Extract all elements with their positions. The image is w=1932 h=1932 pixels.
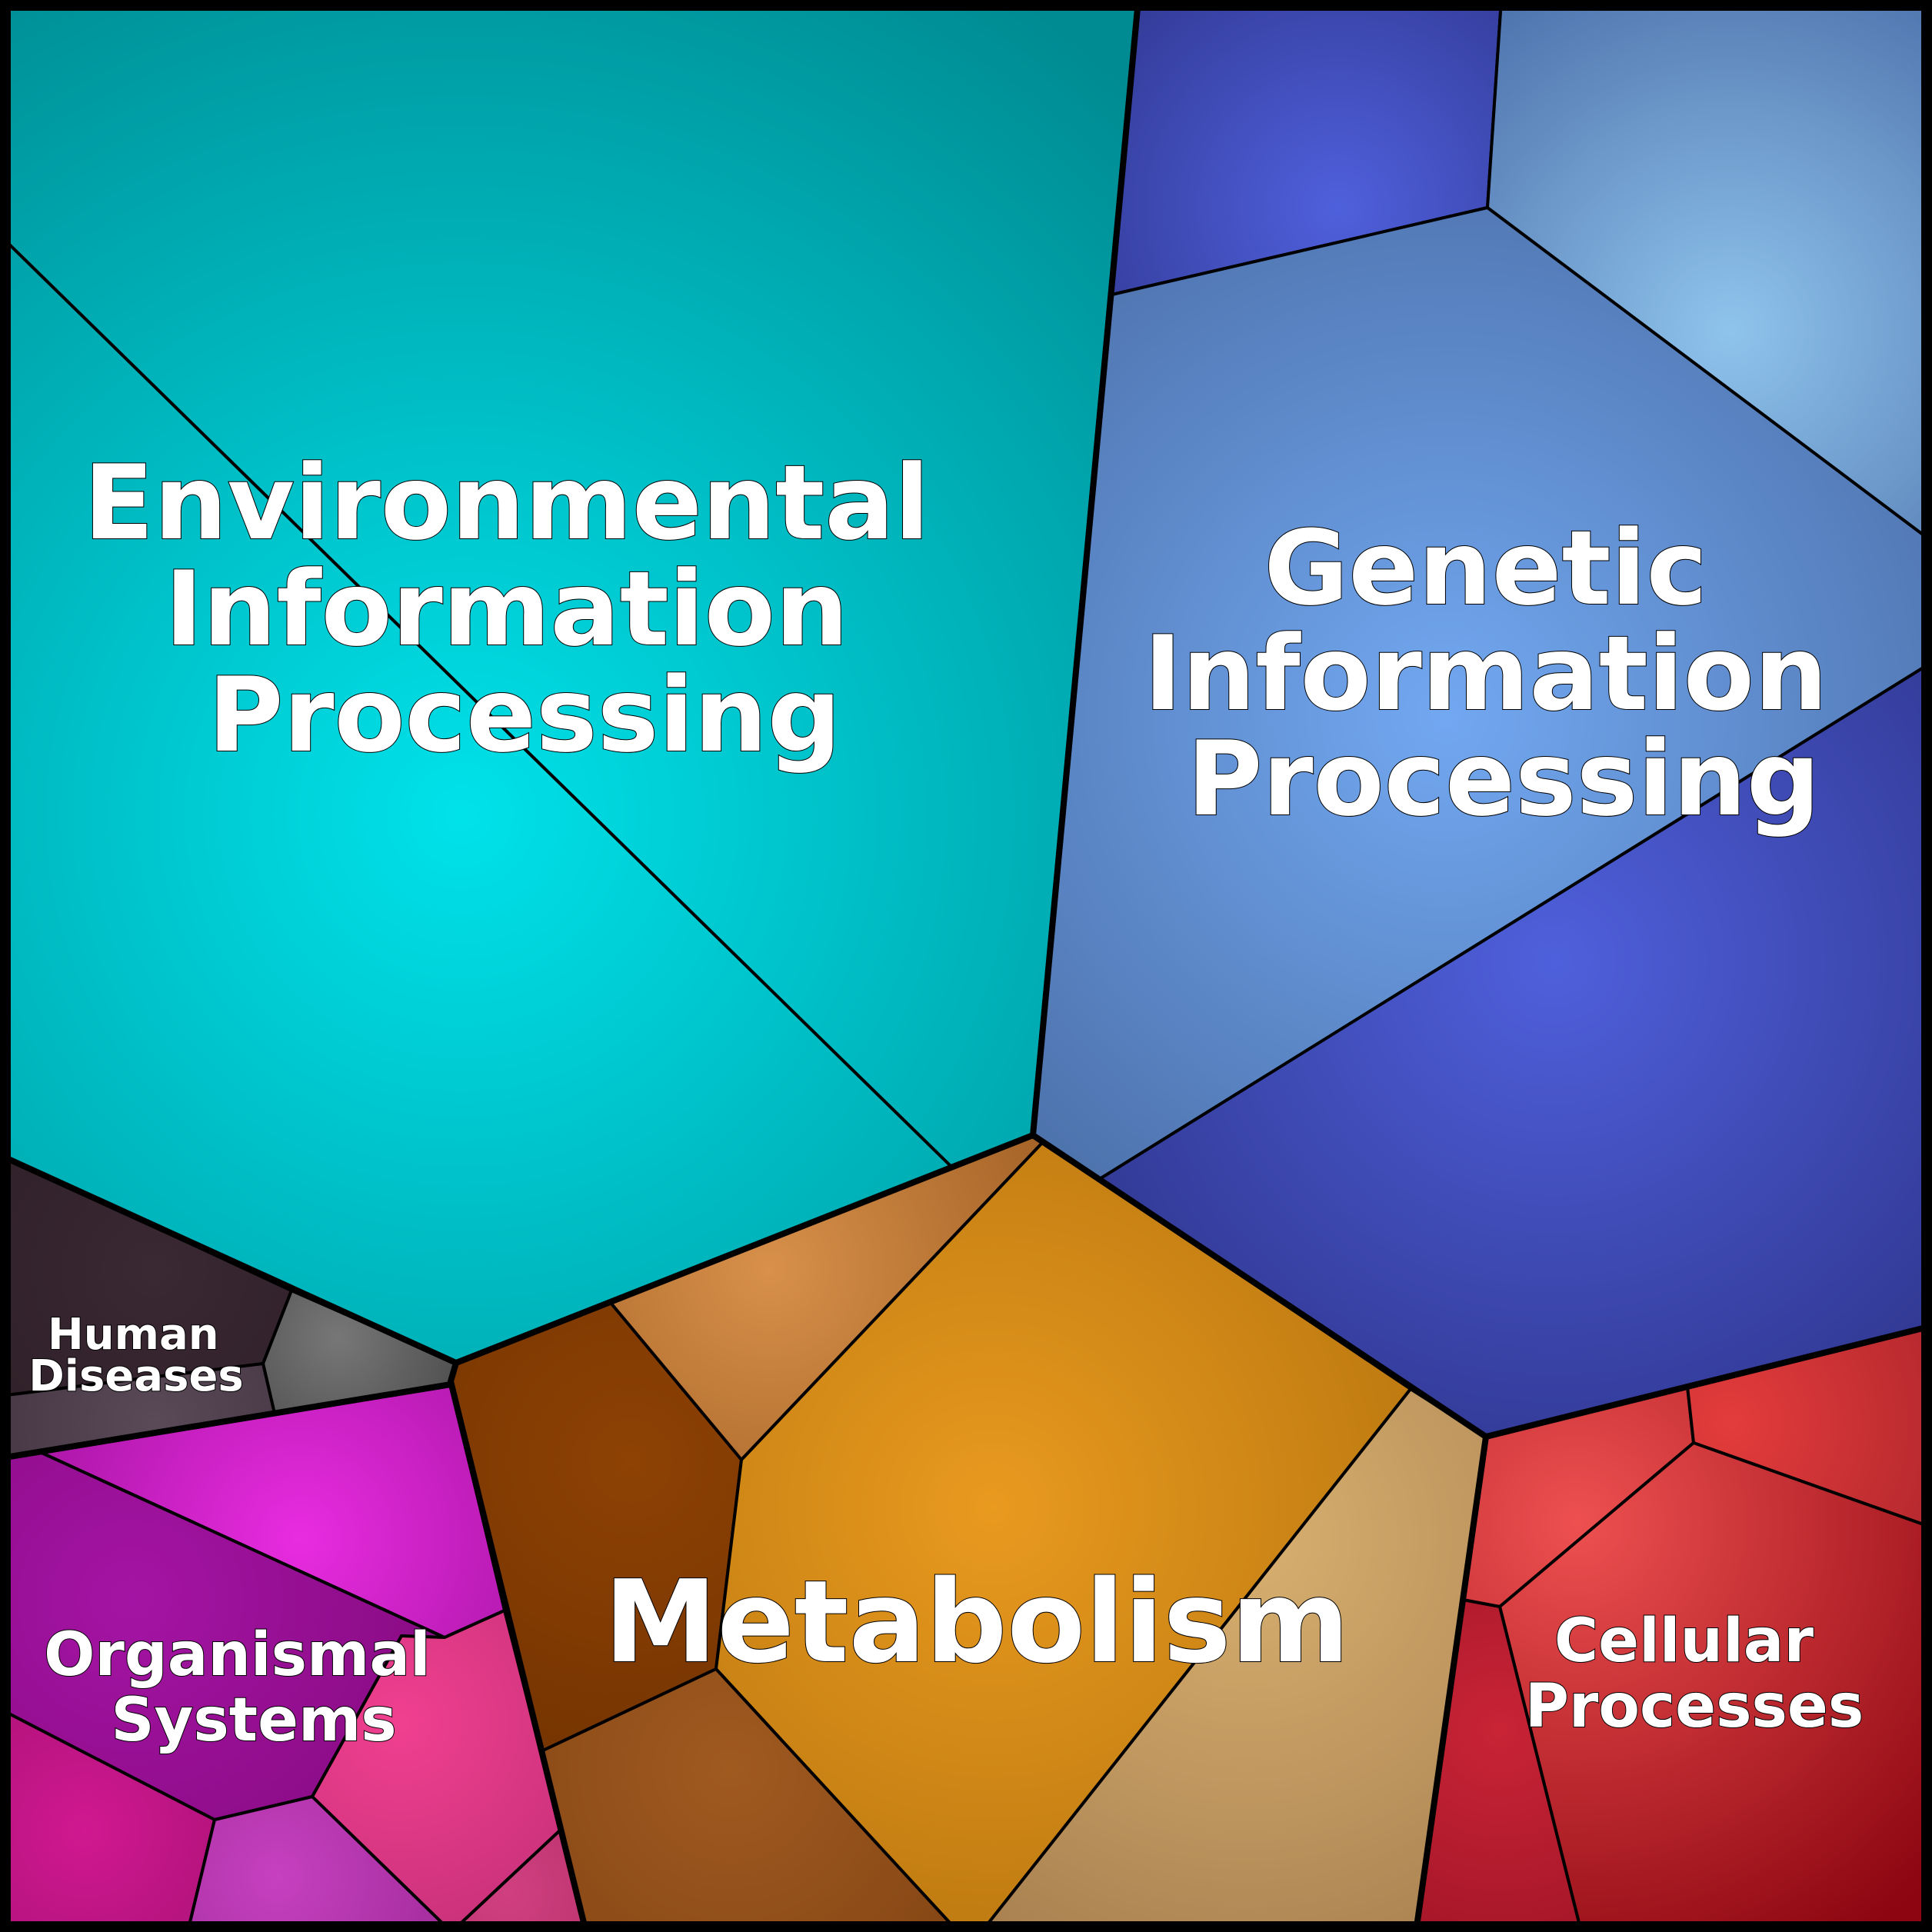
region-human bbox=[0, 1154, 458, 1460]
region-cellular bbox=[1414, 1324, 1932, 1932]
label-human: Human Diseases bbox=[28, 1310, 243, 1401]
label-cellular: Cellular Processes bbox=[1525, 1607, 1864, 1741]
label-environmental: Environmental Information Processing bbox=[84, 443, 966, 775]
label-metabolism: Metabolism bbox=[604, 1556, 1350, 1688]
region-environmental bbox=[0, 0, 1140, 1364]
label-organismal: Organismal Systems bbox=[44, 1621, 451, 1755]
border-genetic-cellular bbox=[1485, 1323, 1932, 1440]
cell-organismal-violet bbox=[186, 1795, 453, 1932]
border-metabolism bbox=[455, 1132, 1488, 1440]
cell-genetic-corner bbox=[1486, 0, 1932, 543]
region-metabolism bbox=[449, 1134, 1487, 1932]
border-metabolism-cellular bbox=[1413, 1436, 1489, 1932]
border-human-organismal bbox=[0, 1381, 451, 1461]
border-environmental-genetic bbox=[1030, 0, 1141, 1136]
border-environmental-human bbox=[0, 1152, 589, 1932]
label-genetic: Genetic Information Processing bbox=[1144, 508, 1864, 839]
cell-organismal-magenta bbox=[0, 1707, 216, 1932]
region-organismal bbox=[0, 1383, 588, 1932]
cell-cellular-main bbox=[1498, 1441, 1932, 1932]
region-genetic bbox=[1031, 0, 1932, 1438]
